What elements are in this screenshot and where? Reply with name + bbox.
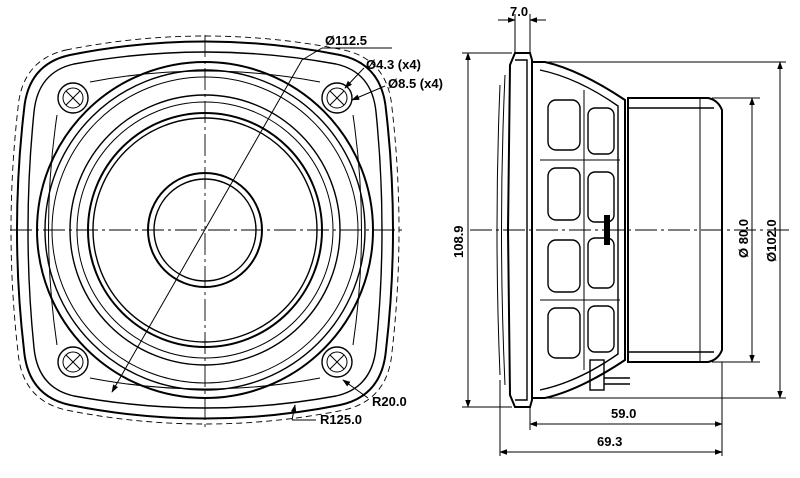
mount-hole-bottom-right [321,346,353,378]
side-view: 7.0 108.9 Ø 80.0 Ø102.0 59.0 69.3 [451,4,790,456]
magnet-diameter-label: Ø 80.0 [736,219,751,258]
frame-radius-label: R125.0 [320,412,362,427]
hole-boss-label: Ø8.5 (x4) [388,76,443,91]
flange-thickness-label: 7.0 [510,4,528,19]
overall-depth-label: 69.3 [597,434,622,449]
mount-hole-top-right [321,82,353,114]
outer-diameter-label: Ø112.5 [325,33,367,48]
frame-outline [16,40,394,420]
frame-inner-outline [27,51,383,409]
flange-profile [506,52,533,408]
front-view: Ø112.5 Ø4.3 (x4) Ø8.5 (x4) R20.0 R125.0 [10,33,443,428]
overall-height-label: 108.9 [451,225,466,258]
corner-radius-label: R20.0 [372,394,407,409]
hole-diameter-label: Ø4.3 (x4) [366,57,421,72]
pot-diameter-label: Ø102.0 [764,219,779,262]
mounting-depth-label: 59.0 [611,406,636,421]
outer-diameter-line [111,59,303,393]
mount-hole-top-left [57,82,89,114]
frame-hidden-rim [10,35,400,425]
terminal [589,359,630,391]
basket-outline [532,61,626,399]
magnet-assembly [627,97,723,363]
mount-hole-bottom-left [57,346,89,378]
